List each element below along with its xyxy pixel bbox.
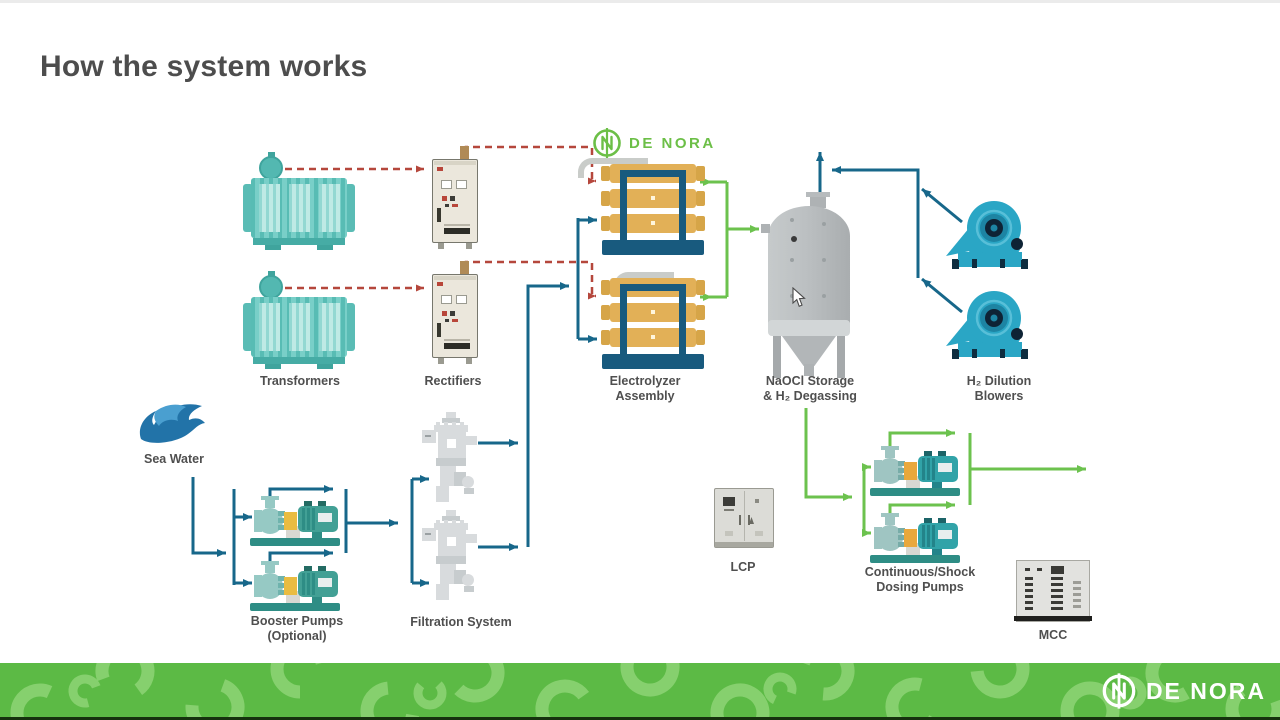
blower-icon bbox=[946, 291, 1028, 359]
footer-pattern bbox=[10, 637, 1280, 720]
de-nora-mark-icon bbox=[593, 128, 621, 158]
dosing-pump-icon bbox=[870, 446, 960, 496]
footer-de-nora-logo: DE NORA bbox=[1101, 671, 1266, 711]
de-nora-logo: DE NORA bbox=[592, 126, 716, 160]
label-booster-pumps: Booster Pumps(Optional) bbox=[250, 614, 344, 643]
label-lcp: LCP bbox=[730, 560, 756, 574]
transformer-icon bbox=[243, 152, 355, 250]
label-naocl-storage: NaOCl Storage& H₂ Degassing bbox=[763, 374, 857, 403]
label-filtration-system: Filtration System bbox=[410, 615, 512, 629]
footer-logo-text: DE NORA bbox=[1145, 677, 1266, 704]
naocl-storage-tank-icon bbox=[761, 192, 852, 384]
transformer-icon bbox=[243, 271, 355, 369]
lcp-cabinet-icon bbox=[714, 488, 774, 548]
label-transformers: Transformers bbox=[260, 374, 340, 388]
top-divider bbox=[0, 0, 1280, 3]
mouse-cursor bbox=[792, 287, 806, 308]
footer-de-nora-mark-icon bbox=[1102, 673, 1136, 709]
label-sea-water: Sea Water bbox=[144, 452, 204, 466]
label-rectifiers: Rectifiers bbox=[424, 374, 482, 388]
booster-pump-icon bbox=[250, 561, 340, 611]
mcc-cabinet-icon bbox=[1014, 560, 1092, 622]
footer-bottom-edge bbox=[0, 717, 1280, 720]
seawater-flow-lines bbox=[191, 152, 963, 587]
filter-unit-icon bbox=[422, 412, 477, 502]
booster-pump-icon bbox=[250, 496, 340, 546]
footer-band: DE NORA bbox=[0, 637, 1280, 720]
filter-unit-icon bbox=[422, 510, 477, 600]
label-mcc: MCC bbox=[1038, 628, 1068, 642]
electrolyzer-stack-icon bbox=[600, 270, 706, 370]
sea-water-icon bbox=[139, 404, 205, 443]
dosing-pump-icon bbox=[870, 513, 960, 563]
rectifier-icon bbox=[432, 259, 480, 365]
blower-icon bbox=[946, 201, 1028, 269]
electrolyzer-stack-icon bbox=[578, 156, 706, 256]
rectifier-icon bbox=[432, 144, 480, 250]
page-title: How the system works bbox=[40, 50, 368, 83]
de-nora-logo-text: DE NORA bbox=[629, 134, 716, 152]
product-flow-lines bbox=[700, 178, 1086, 537]
